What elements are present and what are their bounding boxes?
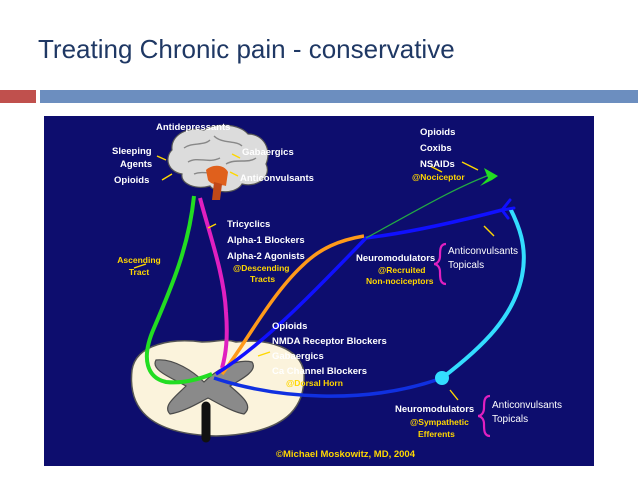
topicals-brace-bottom [477, 394, 491, 438]
label-coxibs: Coxibs [420, 143, 452, 154]
spinal-cord-cross-section [130, 339, 305, 443]
pathway-drawing [130, 124, 526, 443]
label-sleeping: Sleeping [112, 146, 152, 157]
label-topicals-bottom-anticonvulsants: Anticonvulsants [492, 400, 563, 411]
brain [167, 124, 269, 200]
label-neuromodulators-sympathetic: Neuromodulators [395, 404, 475, 415]
label-topicals-top: Topicals [448, 260, 485, 271]
nociceptor-ending [480, 168, 516, 220]
slide-title: Treating Chronic pain - conservative [38, 34, 455, 64]
label-nociceptor-tag: @Nociceptor [412, 172, 465, 182]
label-alpha2-agonists: Alpha-2 Agonists [227, 251, 305, 262]
label-recruited-tag: @Recruited [378, 265, 426, 275]
label-tricyclics: Tricyclics [227, 219, 271, 230]
copyright-notice: ©Michael Moskowitz, MD, 2004 [276, 449, 415, 460]
label-agents: Agents [120, 159, 153, 170]
label-dorsal-horn-tag: @Dorsal Horn [286, 378, 343, 388]
label-noci-opioids: Opioids [420, 127, 456, 138]
label-nsaids: NSAIDs [420, 159, 455, 170]
label-sympathetic-tag: @Sympathetic [410, 417, 469, 427]
label-topicals-bottom: Topicals [492, 414, 529, 425]
label-dorsal-gabaergics: Gabaergics [272, 351, 324, 362]
label-topicals-top-anticonvulsants: Anticonvulsants [448, 246, 519, 257]
label-non-nociceptors-tag: Non-nociceptors [366, 276, 434, 286]
title-accent-bar-blue [40, 90, 638, 103]
label-brain-gabaergics: Gabaergics [242, 147, 294, 158]
label-neuromodulators-recruited: Neuromodulators [356, 253, 436, 264]
topicals-brace-top [433, 242, 447, 286]
label-descending-tag: @Descending [233, 263, 290, 273]
label-tracts-tag: Tracts [250, 274, 276, 284]
sympathetic-ganglion [435, 371, 449, 385]
label-ascending: Ascending [117, 255, 161, 265]
label-ca-channel-blockers: Ca Channel Blockers [272, 366, 368, 377]
label-brain-opioids: Opioids [114, 175, 150, 186]
title-accent-bar-red [0, 90, 36, 103]
pain-pathway-diagram: Antidepressants Sleeping Agents Opioids … [44, 116, 594, 466]
label-brain-anticonvulsants: Anticonvulsants [240, 173, 314, 184]
label-nmda-receptor-blockers: NMDA Receptor Blockers [272, 336, 387, 347]
label-dorsal-opioids: Opioids [272, 321, 308, 332]
label-antidepressants: Antidepressants [156, 122, 231, 133]
label-tract: Tract [128, 267, 150, 277]
label-efferents-tag: Efferents [418, 429, 455, 439]
label-ticks [133, 153, 495, 401]
label-alpha1-blockers: Alpha-1 Blockers [227, 235, 305, 246]
